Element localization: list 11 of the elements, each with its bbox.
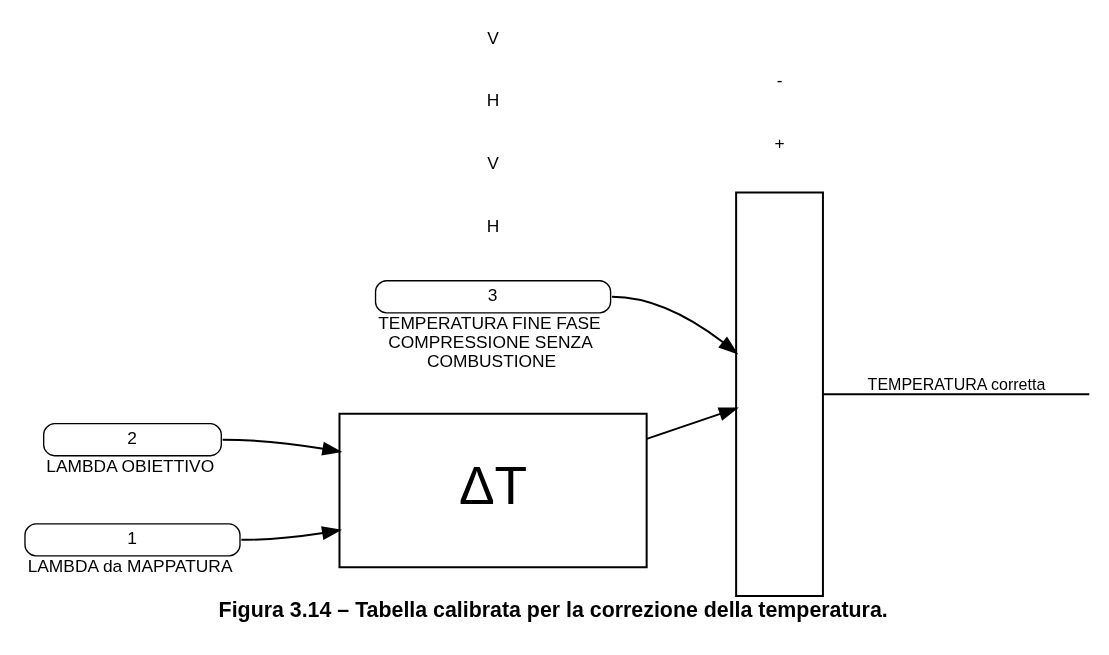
label: +	[774, 133, 785, 154]
label: V	[487, 153, 499, 174]
label: H	[486, 215, 500, 236]
caption: Figura 3.14 – Tabella calibrata per la correzione della temperatura.	[218, 598, 888, 623]
edge-label: TEMPERATURA corretta	[867, 374, 1046, 393]
node-label: LAMBDA da MAPPATURA	[27, 556, 233, 577]
node-label: LAMBDA OBIETTIVO	[46, 456, 215, 477]
label: -	[776, 70, 783, 91]
label: V	[487, 27, 499, 48]
node-label: TEMPERATURA FINE FASE COMPRESSIONE SENZA COMBUSTIONE	[378, 313, 601, 371]
label: H	[486, 90, 500, 111]
